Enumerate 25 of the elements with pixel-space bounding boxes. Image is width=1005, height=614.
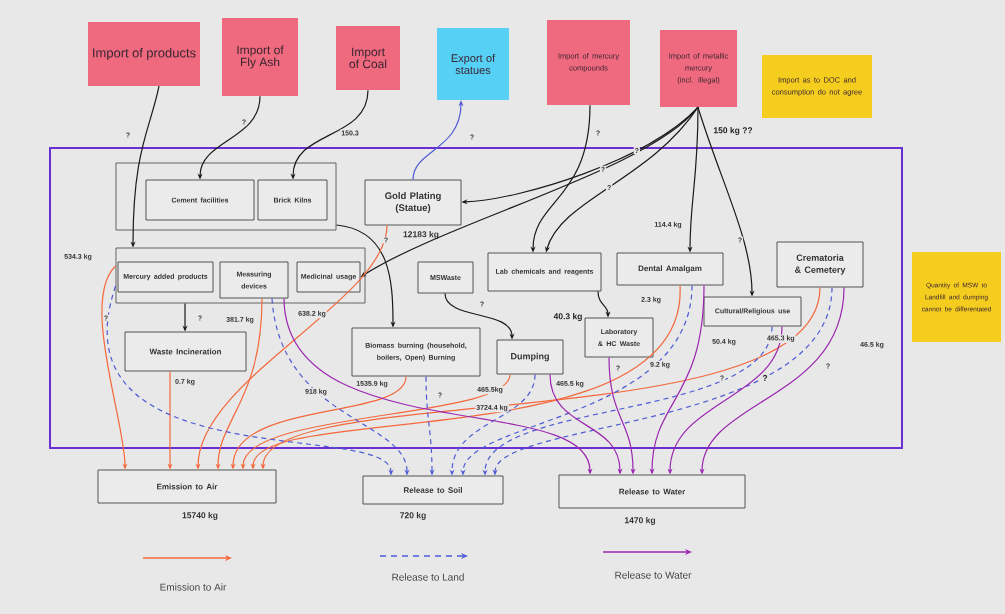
grouping-frame — [115, 162, 337, 231]
process-box: Waste Incineration — [124, 331, 247, 372]
legend-label: Emission to Air — [160, 583, 227, 591]
process-box: Dumping — [496, 339, 564, 375]
process-box: Gold Plating (Statue) — [364, 179, 462, 226]
system-boundary-frame — [49, 147, 903, 449]
legend-label: Release to Land — [392, 573, 464, 581]
quantity-label: ? — [761, 374, 769, 382]
legend-label: Release to Water — [615, 571, 692, 579]
quantity-label: 150 kg ?? — [712, 126, 754, 136]
process-box: Release to Soil — [362, 475, 504, 505]
sticky-note: Import of Coal — [336, 26, 400, 90]
grouping-frame — [115, 247, 366, 304]
process-box: Emission to Air — [97, 469, 277, 504]
sticky-note: Export of statues — [437, 28, 509, 100]
process-box: Crematoria & Cemetery — [776, 241, 864, 288]
quantity-label: 12183 kg — [403, 231, 439, 239]
quantity-label: 40.3 kg — [552, 312, 584, 322]
quantity-label: 720 kg — [400, 512, 426, 520]
process-box: Release to Water — [558, 474, 746, 509]
process-box: Dental Amalgam — [616, 252, 724, 286]
sticky-note: Import of Fly Ash — [222, 18, 298, 96]
quantity-label: 15740 kg — [182, 512, 218, 520]
sticky-note: Import of products — [88, 22, 200, 86]
quantity-label: 1470 kg — [624, 517, 655, 525]
